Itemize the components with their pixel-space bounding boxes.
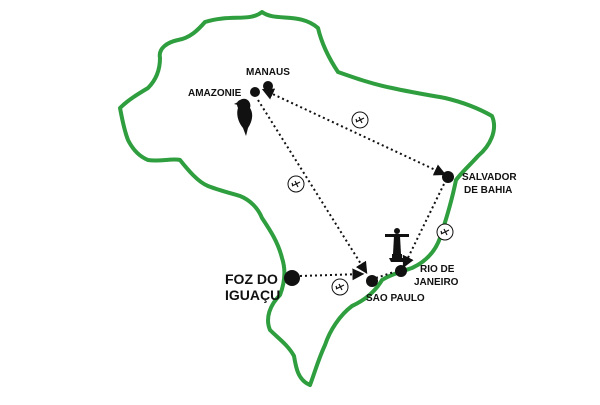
parrot-icon: [234, 98, 253, 136]
airplane-icon: [436, 223, 454, 241]
city-dot-rio: [395, 265, 407, 277]
city-dot-manaus: [263, 81, 273, 91]
city-dot-salvador: [442, 171, 454, 183]
city-label-sao-paulo: SAO PAULO: [366, 293, 425, 304]
city-label-manaus: MANAUS: [246, 67, 290, 78]
routes: [257, 88, 447, 281]
city-dot-sao-paulo: [366, 275, 378, 287]
airplane-icon: [331, 278, 349, 296]
city-label-salvador: SALVADOR DE BAHIA: [462, 172, 519, 196]
city-label-rio: RIO DE JANEIRO: [414, 264, 459, 288]
route-salvador-rio: [402, 183, 445, 269]
city-dot-foz: [284, 270, 300, 286]
route-foz-saopaulo: [299, 268, 365, 281]
airplane-icon: [287, 175, 305, 193]
route-saopaulo-rio: [375, 271, 395, 279]
city-label-amazonie: AMAZONIE: [188, 88, 242, 99]
city-dot-amazonie: [250, 87, 260, 97]
city-label-foz: FOZ DO IGUAÇU: [225, 271, 282, 303]
route-amazonie-salvador: [261, 88, 447, 176]
airplane-icon: [351, 111, 369, 129]
christ-redeemer-icon: [385, 228, 409, 262]
route-amazonie-saopaulo: [257, 99, 368, 275]
